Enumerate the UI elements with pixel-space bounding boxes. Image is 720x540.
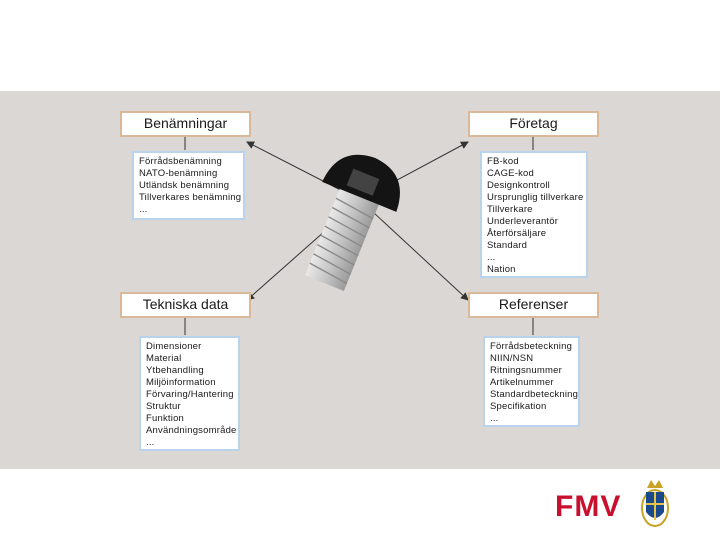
screw-icon [304, 154, 400, 291]
list-item: Designkontroll [487, 180, 550, 191]
benamningar-title: Benämningar [120, 111, 251, 137]
list-item: Material [146, 353, 182, 364]
fmv-logo: FMV [555, 478, 675, 528]
diagram-background [0, 91, 720, 469]
fmv-logo-text: FMV [555, 490, 621, 523]
referenser-title: Referenser [468, 292, 599, 318]
list-item: Återförsäljare [487, 228, 547, 239]
list-item: Artikelnummer [490, 377, 554, 388]
list-item: Förrådsbenämning [139, 156, 222, 167]
list-item: Nation [487, 264, 516, 275]
list-item: Förvaring/Hantering [146, 389, 234, 400]
list-item: Ytbehandling [146, 365, 204, 376]
list-item: Utländsk benämning [139, 180, 230, 191]
list-item: Standardbeteckning [490, 389, 579, 400]
list-item: ... [146, 437, 155, 448]
list-item: ... [490, 413, 499, 424]
list-item: Funktion [146, 413, 185, 424]
list-item: Förrådsbeteckning [490, 341, 573, 352]
arrow-referenser [359, 199, 469, 301]
tekniska-title: Tekniska data [120, 292, 251, 318]
list-item: Ritningsnummer [490, 365, 562, 376]
list-item: Underleverantör [487, 216, 559, 227]
list-item: NIIN/NSN [490, 353, 534, 364]
list-item: Tillverkares benämning [139, 192, 242, 203]
list-item: Standard [487, 240, 528, 251]
foretag-title: Företag [468, 111, 599, 137]
list-item: FB-kod [487, 156, 519, 167]
list-item: Struktur [146, 401, 181, 412]
list-item: Specifikation [490, 401, 547, 412]
list-item: CAGE-kod [487, 168, 535, 179]
list-item: Ursprunglig tillverkare [487, 192, 584, 203]
list-item: Användningsområde [146, 425, 237, 436]
list-item: ... [487, 252, 496, 263]
list-item: Tillverkare [487, 204, 533, 215]
crown-shield-icon [641, 480, 669, 527]
list-item: Miljöinformation [146, 377, 216, 388]
list-item: Dimensioner [146, 341, 202, 352]
list-item: ... [139, 204, 148, 215]
list-item: NATO-benämning [139, 168, 218, 179]
